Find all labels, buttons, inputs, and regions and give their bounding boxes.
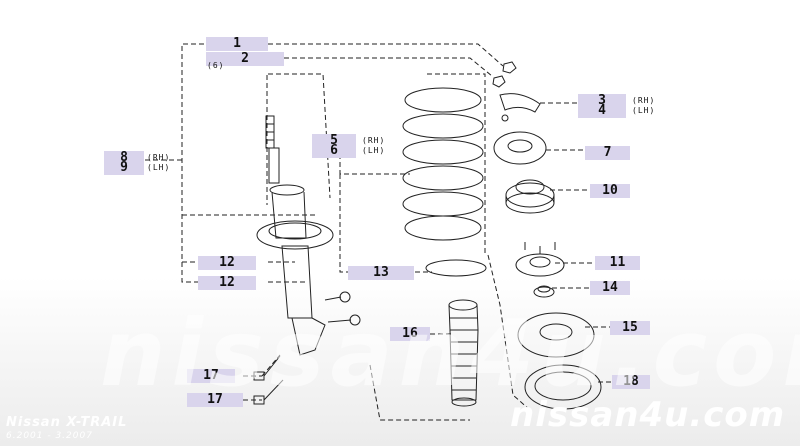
part-label-6: 6 (312, 144, 356, 158)
side-rh-3: (RH) (632, 96, 656, 105)
part-label-12-lower: 12 (198, 276, 256, 290)
spring-seat-shape (425, 259, 487, 277)
bolts (253, 355, 284, 405)
part-label-15: 15 (610, 321, 650, 335)
part-label-11: 11 (595, 256, 640, 270)
side-rh-8: (RH) (147, 153, 171, 162)
part-label-16: 16 (390, 327, 430, 341)
part-label-2: 2 (206, 52, 284, 66)
upper-seat (517, 312, 595, 358)
strut-mount (515, 242, 565, 277)
side-lh-4: (LH) (632, 106, 656, 115)
strut-assembly (256, 115, 361, 356)
coil-spring (402, 87, 484, 241)
dust-boot (448, 299, 479, 407)
part-label-13: 13 (348, 266, 414, 280)
part-label-17-lower: 17 (187, 393, 243, 407)
part-label-7: 7 (585, 146, 630, 160)
side-lh-6: (LH) (362, 146, 386, 155)
watermark-small: nissan4u.com (510, 395, 786, 435)
model-title: Nissan X-TRAIL (6, 415, 128, 430)
part-label-12-upper: 12 (198, 256, 256, 270)
qty-note: (6) (207, 61, 225, 70)
watermark-large: nissan4u.com (100, 300, 800, 407)
mount-plate (493, 131, 547, 165)
side-lh-9: (LH) (147, 163, 171, 172)
part-label-18: 18 (612, 375, 650, 389)
upper-mount (505, 179, 555, 214)
part-label-17-upper: 17 (187, 369, 235, 383)
lower-ring (524, 364, 602, 410)
bearing (533, 286, 555, 298)
side-rh-5: (RH) (362, 136, 386, 145)
upper-nuts (492, 61, 541, 122)
part-label-9: 9 (104, 161, 144, 175)
part-label-14: 14 (590, 281, 630, 295)
model-dates: 6.2001 - 3.2007 (6, 431, 93, 441)
part-label-10: 10 (590, 184, 630, 198)
part-label-1: 1 (206, 37, 268, 51)
part-label-4: 4 (578, 104, 626, 118)
